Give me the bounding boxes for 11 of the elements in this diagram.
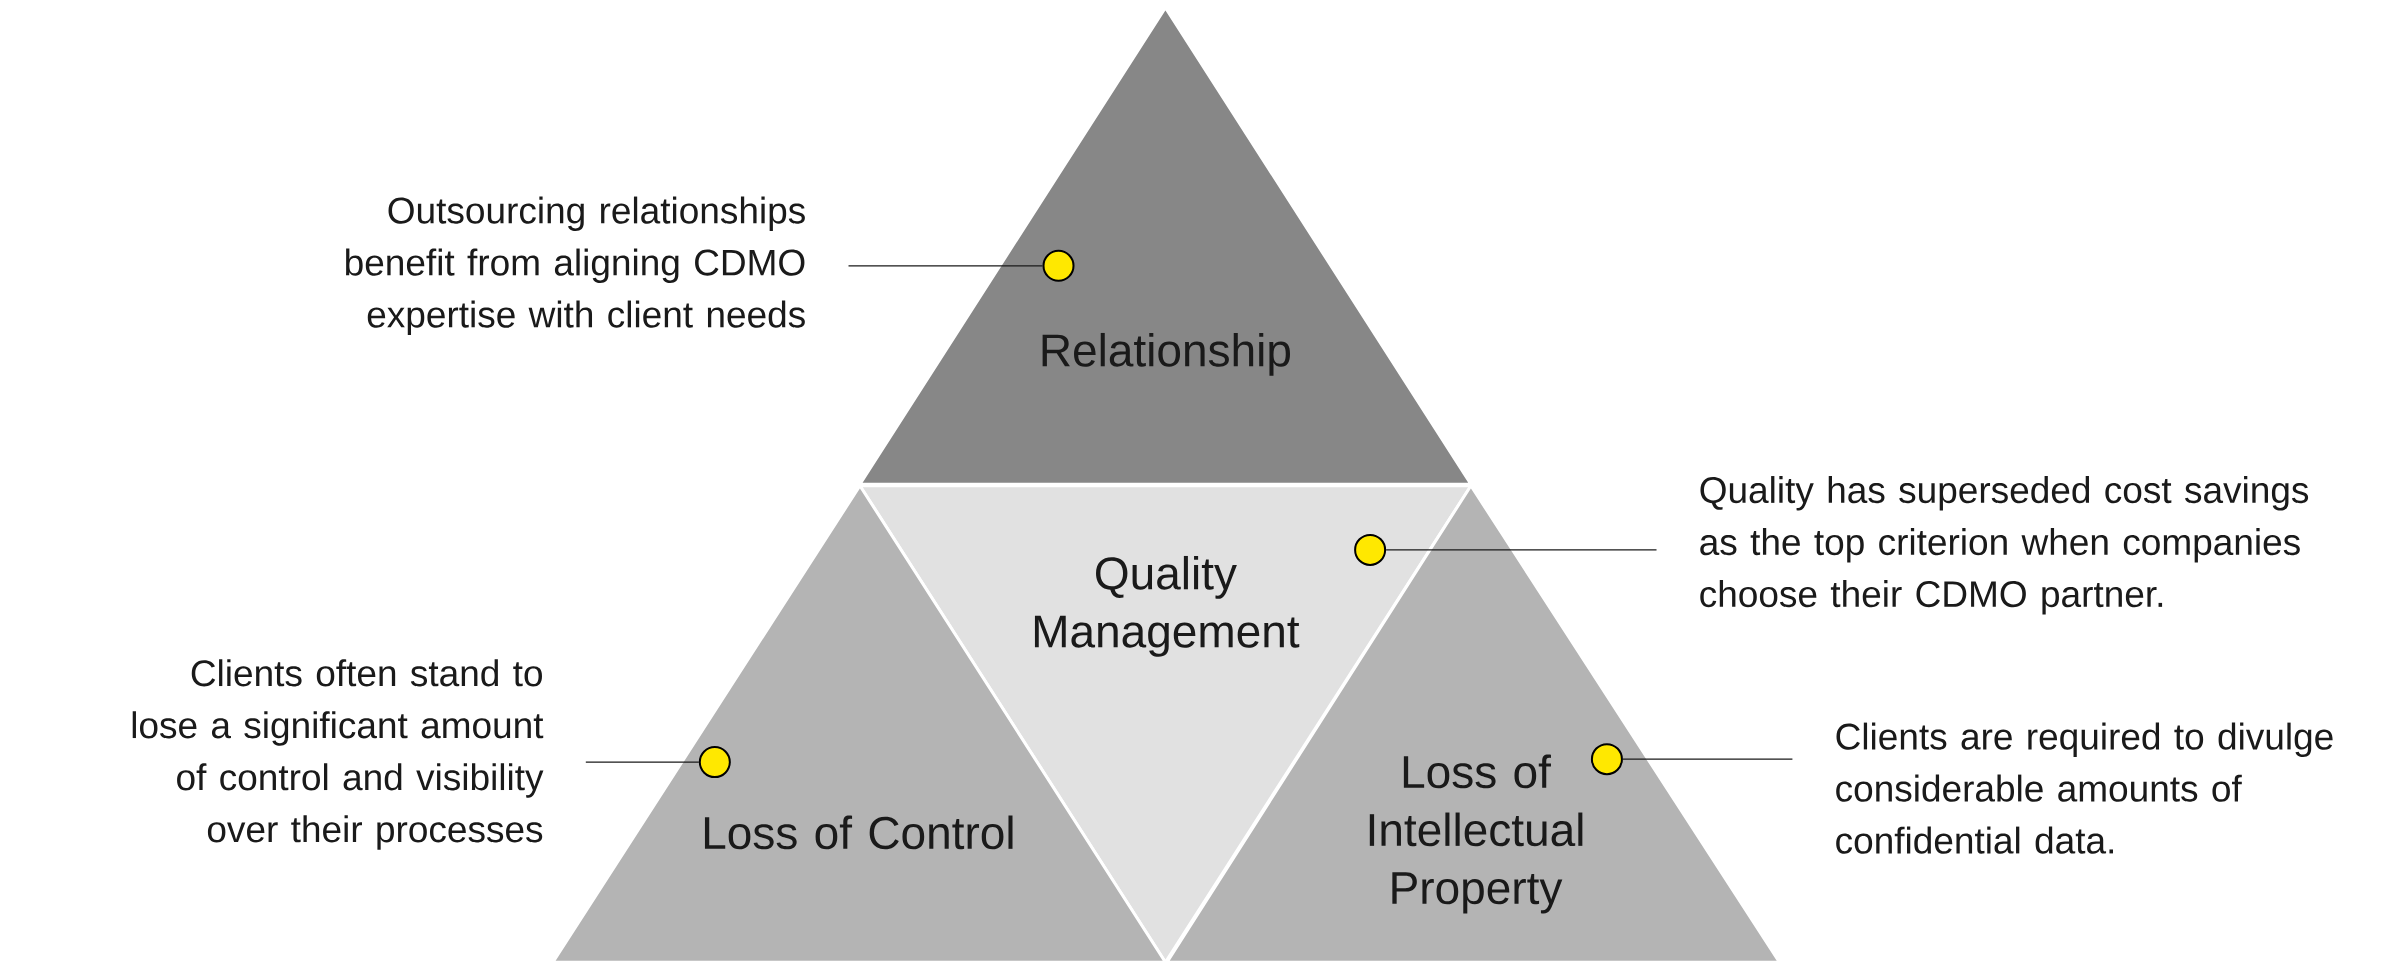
marker-dot	[1354, 533, 1387, 566]
callout-text: Outsourcing relationships benefit from aligning CDMO expertise with client needs	[346, 196, 805, 336]
triangle: Relationship	[858, 6, 1473, 486]
callout-text: Clients often stand to lose a significant amount of control and visibility over their processes	[132, 659, 544, 850]
leader-line	[585, 761, 700, 763]
leader-line	[1385, 549, 1658, 551]
leader-line	[847, 265, 1044, 267]
marker-dot	[1042, 249, 1075, 282]
marker-dot	[698, 746, 731, 779]
callout-text: Clients are required to divulge considerable amounts of confidential data.	[1836, 722, 2333, 854]
marker-dot	[1590, 743, 1623, 776]
